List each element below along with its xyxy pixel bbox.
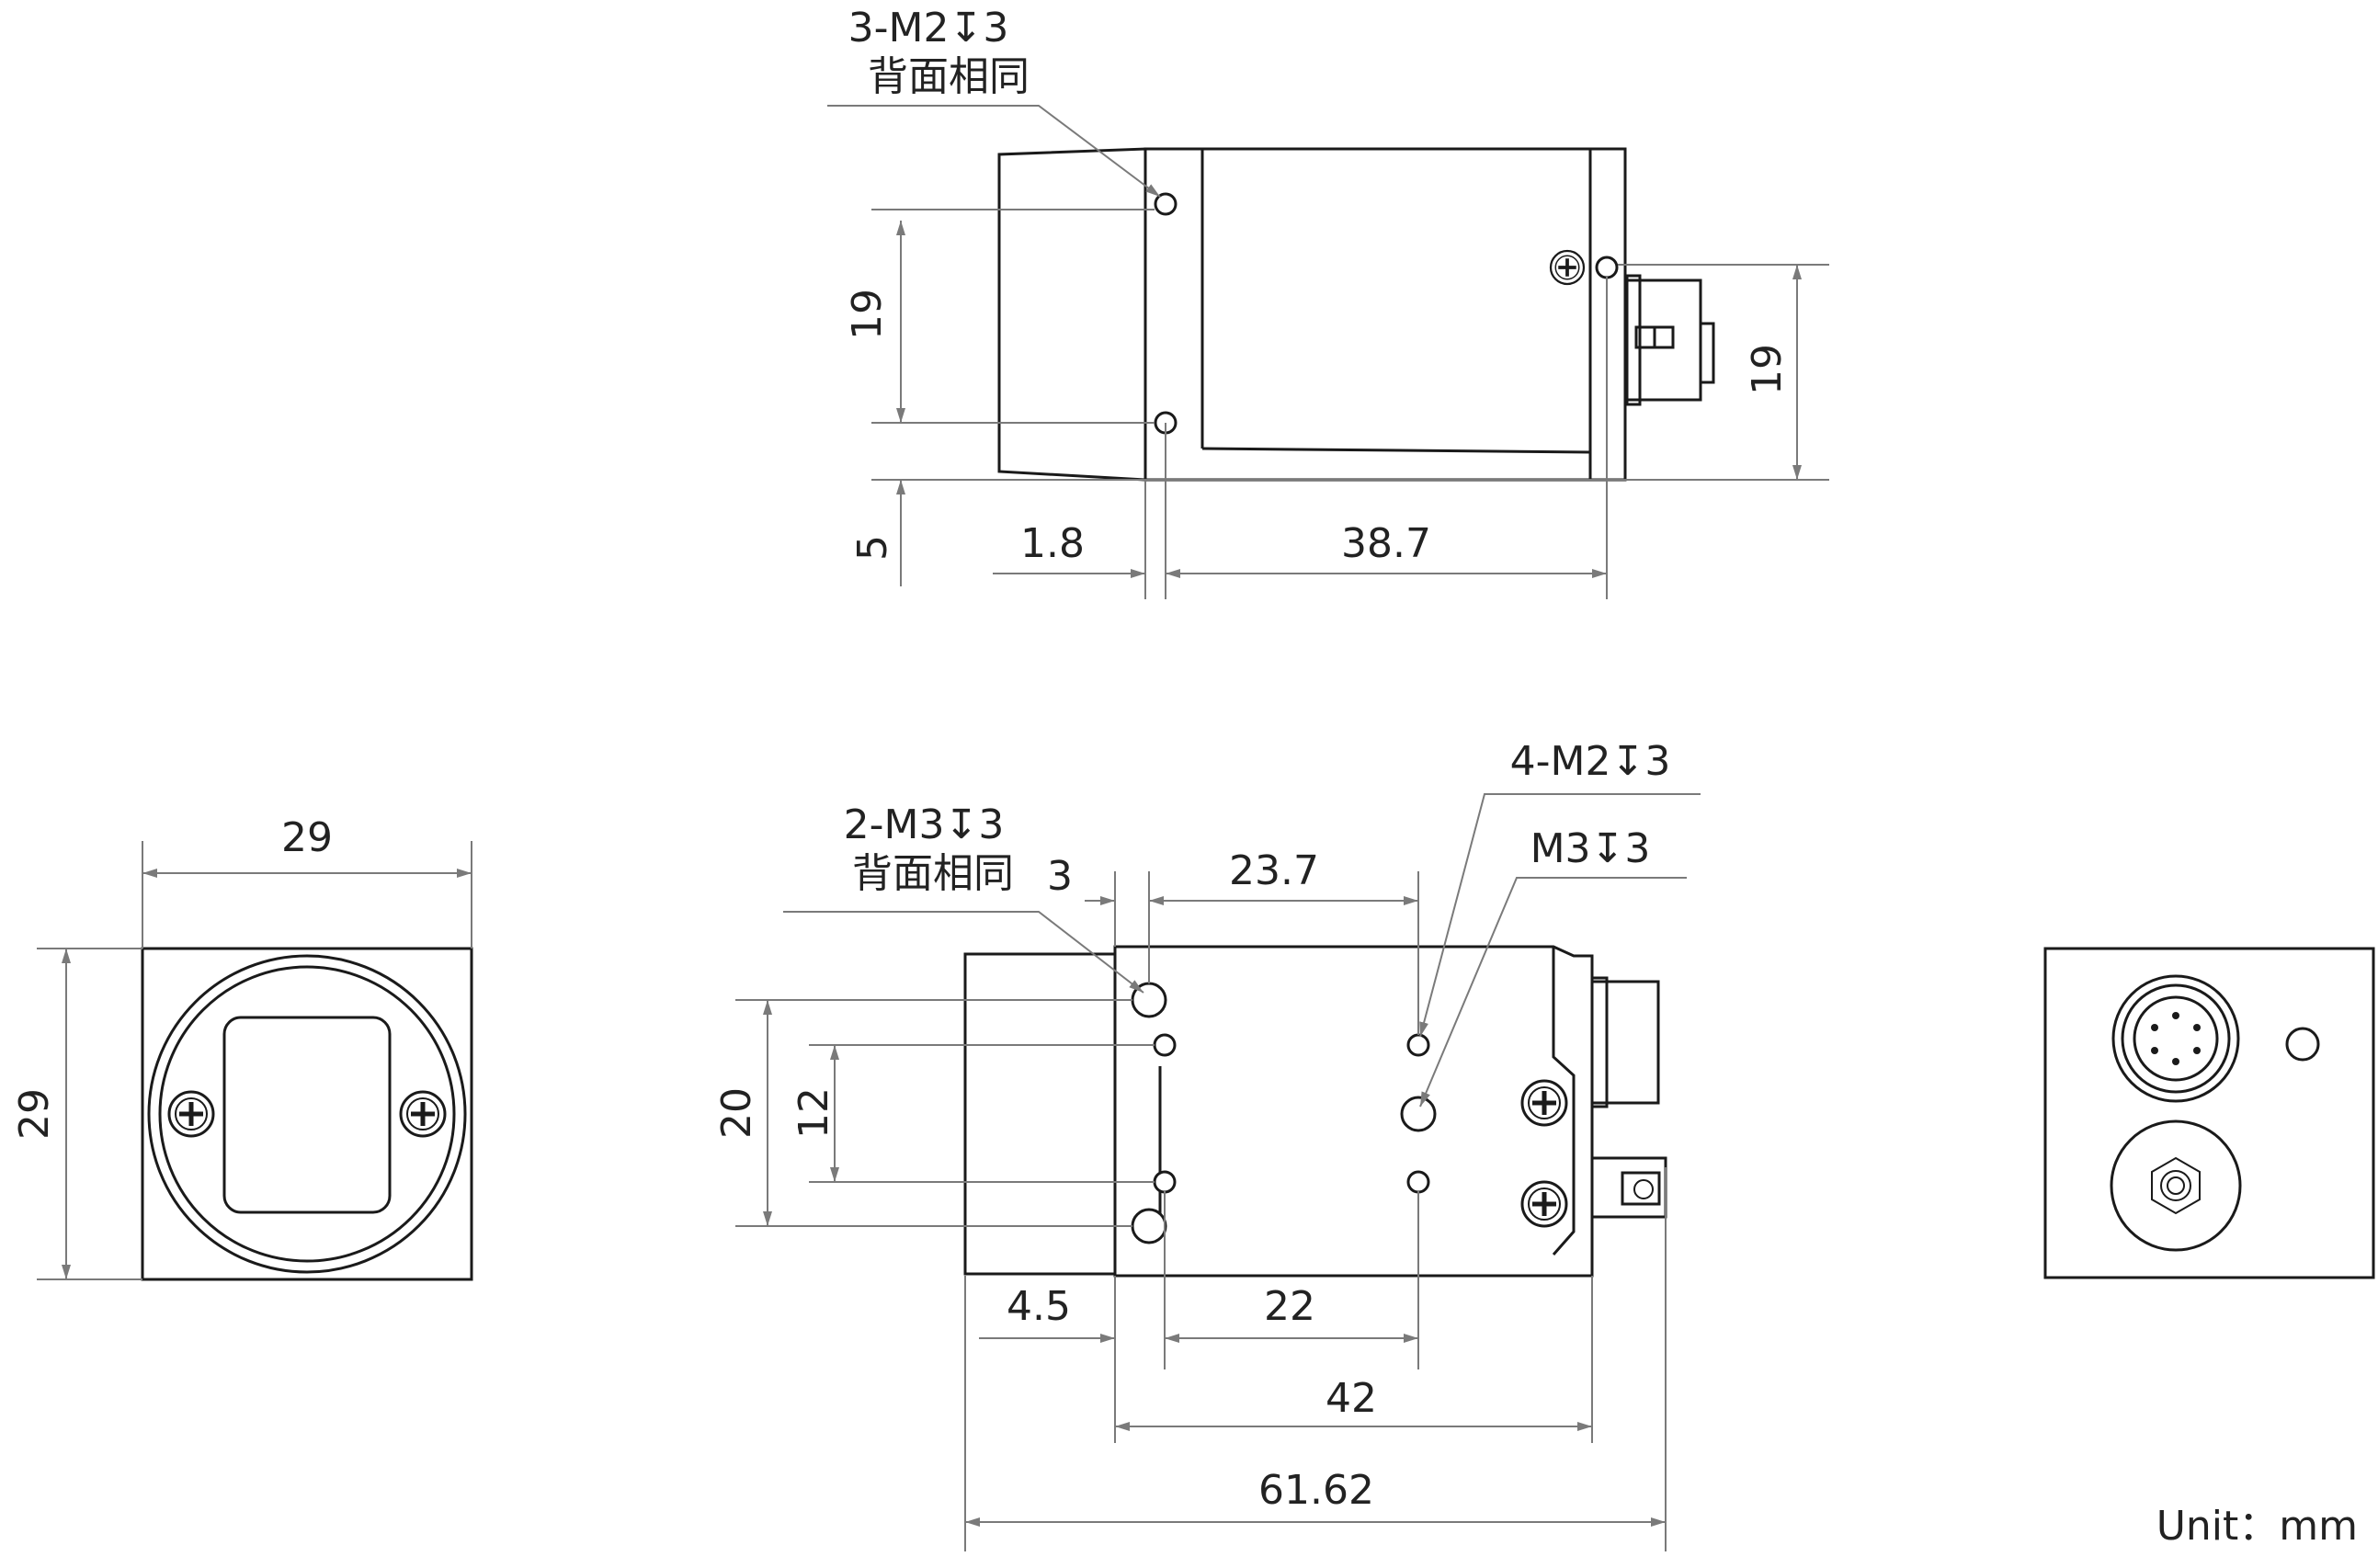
ethernet-port-icon [2110,1119,2242,1252]
connector-icon [2111,974,2240,1103]
dim-height-right: 19 [1744,344,1791,395]
callout-left: 2-M3↧3 [844,801,1005,848]
dim-mid-span: 22 [1264,1283,1315,1330]
unit-label: Unit：mm [2156,1503,2358,1550]
cross-screw-icon [169,1092,213,1136]
rear-view [2043,947,2375,1279]
dim-top-span: 23.7 [1229,847,1319,894]
dim-width: 29 [281,814,333,861]
mount-hole [1400,1096,1437,1132]
callout-right-bottom: M3↧3 [1530,825,1651,872]
screw-hole [1153,1170,1177,1194]
dim-small: 3 [1047,853,1073,900]
dim-total: 61.62 [1258,1467,1374,1514]
cross-screw-icon [1522,1182,1566,1226]
cross-screw-icon [1522,1081,1566,1125]
dim-front-offset: 1.8 [1020,520,1085,567]
callout-left-note: 背面相同 [852,850,1014,897]
callout-right-top: 4-M2↧3 [1510,738,1671,785]
dim-offset: 5 [849,535,896,561]
bottom-dimension-lines [735,793,1701,1551]
front-view: 29 29 [11,814,473,1281]
mount-hole [1131,1208,1167,1244]
bottom-view: 2-M3↧3 背面相同 4-M2↧3 M3↧3 3 23.7 20 12 4.5… [713,738,1701,1551]
screw-hole [1154,192,1178,216]
led-indicator-icon [2285,1027,2320,1062]
dim-height: 29 [11,1088,58,1140]
dim-body: 42 [1326,1375,1377,1422]
screw-hole [1406,1033,1430,1057]
dim-height-outer: 20 [713,1087,760,1139]
dim-hole-spacing: 38.7 [1341,520,1431,567]
callout-top: 3-M2↧3 [848,5,1009,51]
cross-screw-icon [401,1092,445,1136]
dim-front-offset: 4.5 [1007,1283,1071,1330]
screw-hole [1595,256,1619,279]
sensor-window [222,1016,392,1214]
side-dimension-lines [827,105,1829,599]
screw-hole [1153,1033,1177,1057]
screw-hole [1406,1170,1430,1194]
dim-height-left: 19 [844,289,891,340]
callout-top-note: 背面相同 [868,53,1030,100]
dim-height-inner: 12 [791,1087,837,1139]
side-view: 3-M2↧3 背面相同 19 5 19 1.8 38.7 [827,5,1829,599]
cross-screw-icon [1549,249,1586,286]
